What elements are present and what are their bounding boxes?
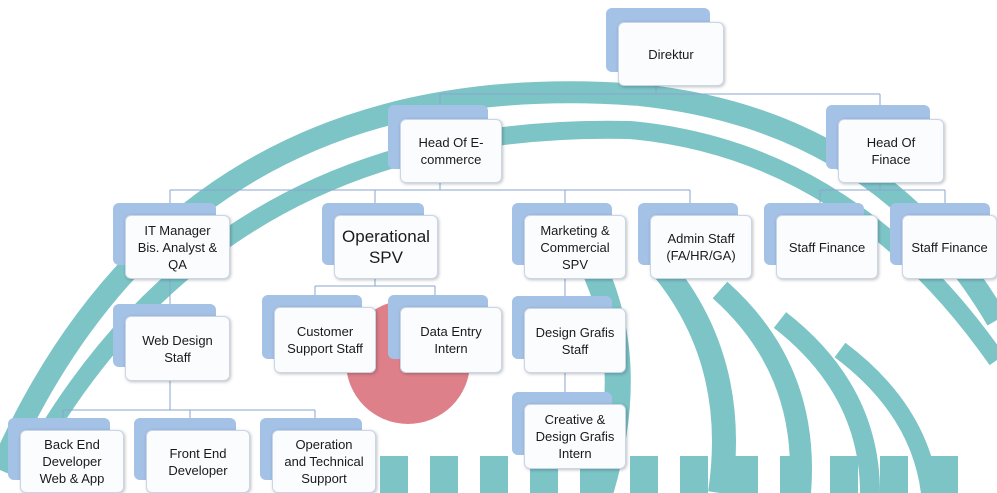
node-front-end-developer: Front End Developer (134, 418, 250, 493)
node-operation-technical-support: Operation and Technical Support (260, 418, 376, 493)
node-direktur: Direktur (606, 8, 724, 86)
node-web-design-staff: Web Design Staff (113, 304, 230, 381)
watermark-curve-2 (650, 257, 736, 493)
watermark-curve-4 (773, 312, 880, 493)
node-creative-intern: Creative & Design Grafis Intern (512, 392, 626, 469)
node-it-manager: IT Manager Bis. Analyst & QA (113, 203, 230, 279)
node-head-of-ecommerce: Head Of E- commerce (388, 105, 502, 183)
watermark-curve-5 (834, 342, 939, 493)
node-back-end-developer: Back End Developer Web & App (8, 418, 124, 493)
node-staff-finance-2: Staff Finance (890, 203, 997, 279)
node-operational-spv: Operational SPV (322, 203, 438, 279)
watermark-stripes (380, 456, 958, 493)
node-admin-staff: Admin Staff (FA/HR/GA) (638, 203, 752, 279)
node-customer-support: Customer Support Staff (262, 295, 376, 373)
node-staff-finance-1: Staff Finance (764, 203, 878, 279)
node-marketing-spv: Marketing & Commercial SPV (512, 203, 626, 279)
node-design-grafis-staff: Design Grafis Staff (512, 296, 626, 373)
watermark-arch-outer (0, 81, 997, 475)
node-data-entry-intern: Data Entry Intern (388, 295, 502, 373)
node-head-of-finance: Head Of Finace (826, 105, 944, 183)
